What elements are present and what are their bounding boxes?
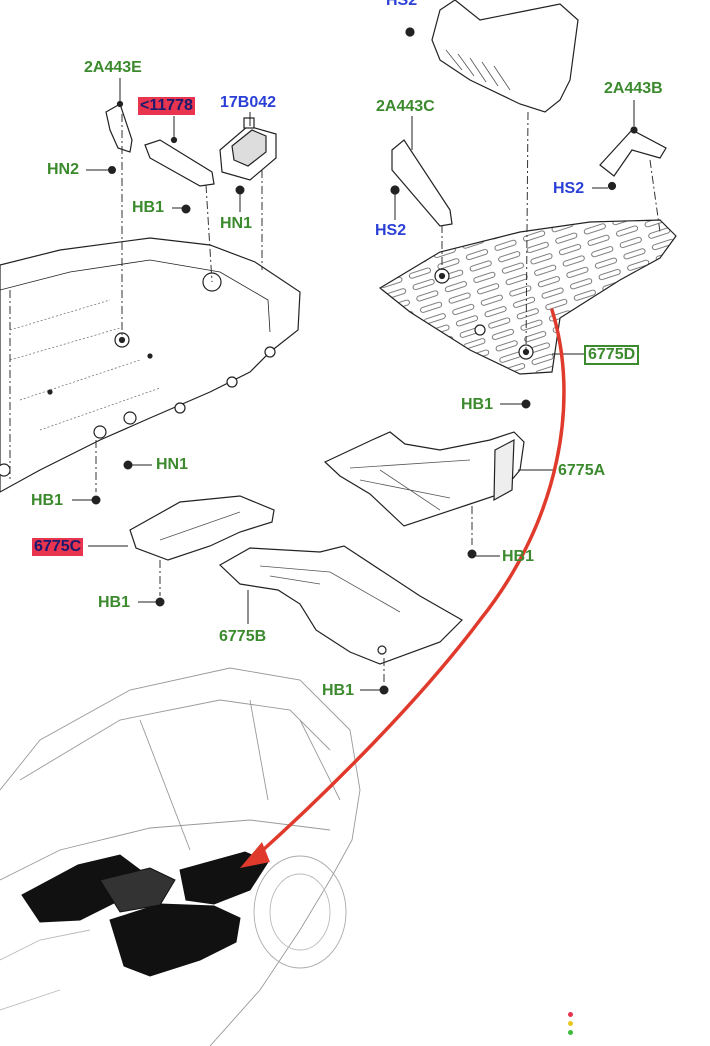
label-hb1-f: HB1 xyxy=(322,682,355,699)
fasteners xyxy=(91,166,531,695)
bracket-2a443c xyxy=(390,139,453,227)
label-hb1-c: HB1 xyxy=(31,492,64,509)
label-6775c: 6775C xyxy=(32,538,84,556)
label-hb1-a: HB1 xyxy=(132,199,165,216)
panel-6775a xyxy=(323,431,525,527)
left-underbody-panel xyxy=(0,237,301,493)
label-6775b: 6775B xyxy=(219,628,267,645)
label-17b042: 17B042 xyxy=(220,94,277,111)
status-dot-red xyxy=(568,1012,573,1017)
label-hs2-left: HS2 xyxy=(375,222,407,239)
bracket-2a443e xyxy=(105,100,133,153)
bracket-2a443b xyxy=(599,126,667,191)
label-2a443c: 2A443C xyxy=(376,98,435,115)
label-hs2-top: HS2 xyxy=(386,0,418,9)
red-arrow xyxy=(240,308,566,868)
panel-6775b xyxy=(218,545,463,665)
status-dots xyxy=(568,1012,576,1042)
label-6775a: 6775A xyxy=(558,462,606,479)
alignment-lines xyxy=(9,111,661,684)
label-hn2: HN2 xyxy=(47,161,80,178)
heat-shield-top xyxy=(405,0,579,113)
status-dot-yellow xyxy=(568,1021,573,1026)
label-11778: <11778 xyxy=(138,97,195,115)
label-hs2-mid: HS2 xyxy=(553,180,585,197)
label-2a443b: 2A443B xyxy=(604,80,663,97)
leader-lines xyxy=(72,78,635,691)
strap-11778 xyxy=(144,136,215,187)
vehicle-outline xyxy=(0,667,361,1046)
label-hb1-d: HB1 xyxy=(502,548,535,565)
status-dot-green xyxy=(568,1030,573,1035)
label-hb1-b: HB1 xyxy=(461,396,494,413)
label-hn1-a: HN1 xyxy=(220,215,253,232)
label-2a443e: 2A443E xyxy=(84,59,142,76)
label-6775d: 6775D xyxy=(584,345,640,365)
label-hn1-b: HN1 xyxy=(156,456,189,473)
module-17b042 xyxy=(219,117,277,181)
vehicle-underbody-panels xyxy=(21,851,269,977)
panel-6775c xyxy=(129,495,275,561)
label-hb1-e: HB1 xyxy=(98,594,131,611)
